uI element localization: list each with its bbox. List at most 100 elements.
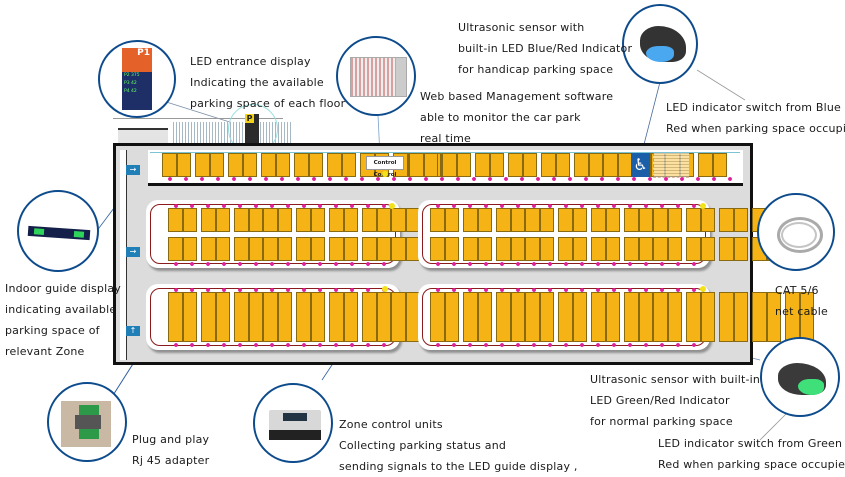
parking-space	[343, 292, 358, 342]
parking-space	[296, 237, 311, 261]
parking-space	[624, 237, 639, 261]
parking-space	[700, 292, 715, 342]
parking-space	[176, 153, 191, 177]
parking-space	[308, 153, 323, 177]
parking-space	[555, 153, 570, 177]
parking-space	[234, 237, 249, 261]
parking-space	[624, 292, 639, 342]
parking-space	[733, 237, 748, 261]
parking-space	[444, 208, 459, 232]
parking-space	[638, 292, 653, 342]
normal-sensor-circle	[760, 337, 840, 417]
parking-space	[525, 208, 540, 232]
parking-space	[475, 153, 490, 177]
parking-space	[588, 153, 603, 177]
parking-space	[719, 208, 734, 232]
cat-cable-label: CAT 5/6 net cable	[775, 284, 828, 318]
parking-space	[603, 153, 618, 177]
parking-space	[277, 208, 292, 232]
parking-space	[572, 237, 587, 261]
parking-space	[558, 292, 573, 342]
parking-space	[605, 237, 620, 261]
parking-space	[638, 237, 653, 261]
parking-space	[310, 208, 325, 232]
parking-space	[376, 208, 391, 232]
parking-space	[234, 292, 249, 342]
parking-space	[525, 292, 540, 342]
parking-space	[248, 208, 263, 232]
indoor-guide-label: Indoor guide display indicating availabl…	[5, 282, 121, 358]
zone-unit	[700, 286, 706, 292]
sensor-dots-top	[168, 204, 388, 208]
parking-space	[456, 153, 471, 177]
parking-space	[430, 292, 445, 342]
parking-space	[508, 153, 523, 177]
rj45-adapter-icon	[61, 401, 111, 447]
parking-space	[215, 237, 230, 261]
zone-control-label: Zone control units Collecting parking st…	[339, 418, 578, 473]
parking-space	[539, 208, 554, 232]
parking-space	[310, 237, 325, 261]
sensor-dots-bottom	[168, 262, 388, 266]
zone-unit	[700, 203, 706, 209]
parking-space	[391, 237, 406, 261]
entrance-display-circle: P1 P2 375 P3 42 P4 42	[98, 40, 176, 118]
parking-space	[686, 237, 701, 261]
parking-space	[572, 208, 587, 232]
parking-space	[686, 292, 701, 342]
sensor-dots-bottom	[168, 343, 388, 347]
parking-space	[391, 292, 406, 342]
parking-space	[277, 292, 292, 342]
parking-space	[698, 153, 713, 177]
parking-space	[168, 208, 183, 232]
parking-space	[463, 208, 478, 232]
parking-space	[248, 237, 263, 261]
parking-space	[209, 153, 224, 177]
parking-space	[182, 208, 197, 232]
guide-sign-3: ↑	[126, 326, 140, 336]
parking-space	[296, 208, 311, 232]
guide-sign-2: →	[126, 247, 140, 257]
green-red-switch-label: LED indicator switch from Green to Red w…	[658, 437, 845, 471]
display-row: P4 42	[124, 89, 137, 94]
control-box: Control Control	[366, 156, 404, 178]
software-circle	[336, 36, 416, 116]
parking-space	[168, 237, 183, 261]
parking-space	[430, 237, 445, 261]
parking-space	[215, 292, 230, 342]
parking-space	[329, 292, 344, 342]
parking-space	[766, 292, 781, 342]
barrier-strip	[113, 118, 283, 119]
parking-space	[444, 292, 459, 342]
parking-space	[591, 237, 606, 261]
cable-icon	[777, 217, 823, 253]
parking-space	[362, 292, 377, 342]
parking-space	[653, 292, 668, 342]
web-software-label: Web based Management software able to mo…	[420, 90, 614, 145]
parking-space	[477, 237, 492, 261]
parking-space	[712, 153, 727, 177]
software-screenshot-icon	[350, 57, 407, 97]
island-bottom-right	[418, 284, 814, 350]
parking-space	[376, 292, 391, 342]
parking-space	[522, 153, 537, 177]
parking-space	[182, 292, 197, 342]
parking-space	[574, 153, 589, 177]
zone-control-unit-icon	[269, 410, 321, 440]
display-header: P1	[137, 48, 150, 58]
guide-sign-1: →	[126, 165, 140, 175]
rj45-circle	[47, 382, 127, 462]
parking-space	[362, 237, 377, 261]
parking-space	[162, 153, 177, 177]
parking-space	[733, 292, 748, 342]
parking-space	[667, 292, 682, 342]
blue-sensor-icon	[640, 26, 686, 62]
sensor-dots-bottom	[430, 262, 700, 266]
parking-space	[477, 292, 492, 342]
top-sensor-dots	[162, 177, 732, 181]
parking-space	[624, 208, 639, 232]
parking-space	[719, 292, 734, 342]
parking-space	[667, 237, 682, 261]
zone-unit-top	[382, 171, 388, 177]
parking-space	[263, 292, 278, 342]
